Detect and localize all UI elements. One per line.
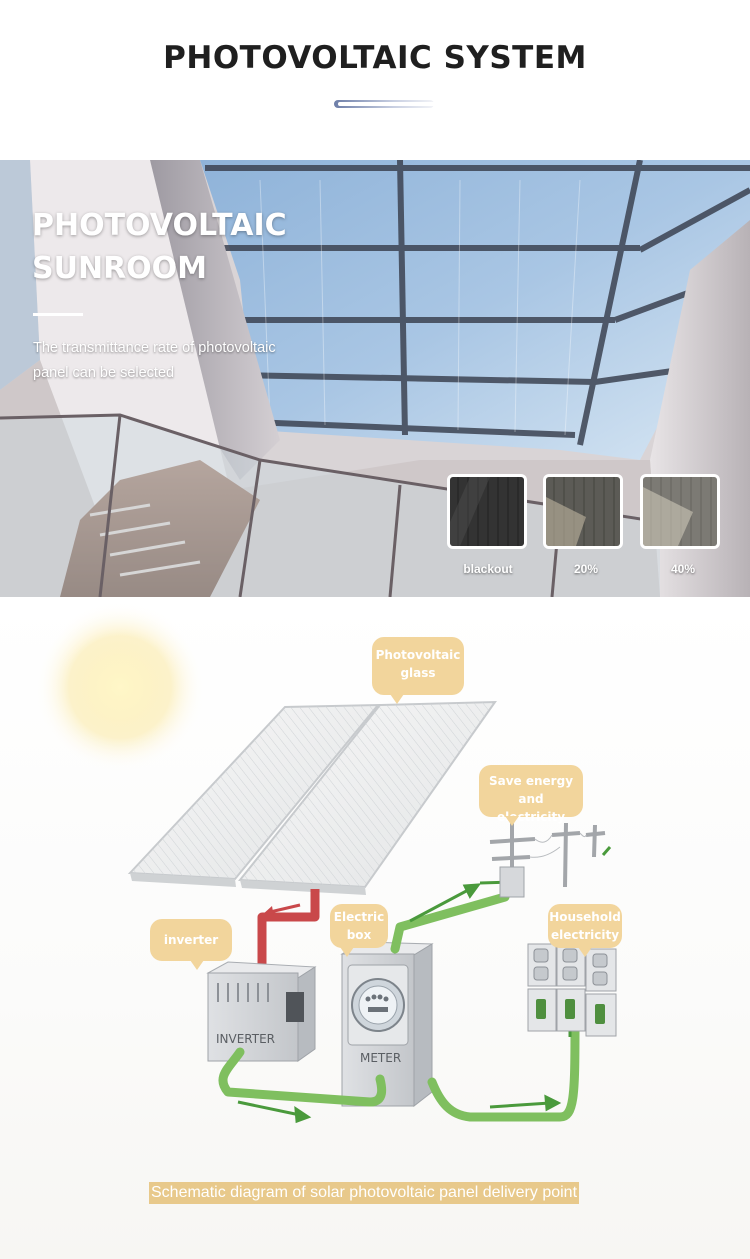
callout-electric-box: Electric box [330,904,388,957]
sunroom-banner: PHOTOVOLTAIC SUNROOM The transmittance r… [0,160,750,597]
40-percent-panel-sample [643,477,717,546]
title-underline [334,100,448,108]
utility-poles [489,817,606,897]
swatch-20 [543,474,623,549]
sunroom-description-line1: The transmittance rate of photovoltaic [33,340,276,356]
sun-icon [35,602,205,772]
callout-electric-line1: Electric [333,910,385,924]
swatch-label-40: 40% [670,562,696,576]
dc-cable [257,889,320,969]
inverter-device: INVERTER [206,961,317,1062]
household-outlets [527,943,617,1037]
callout-inverter: inverter [150,919,232,970]
pv-system-diagram: INVERTER METER [0,597,750,1259]
swatch-label-blackout: blackout [463,562,513,576]
pv-system-illustration: INVERTER METER [35,602,617,1124]
page-header: PHOTOVOLTAIC SYSTEM [0,0,750,160]
sunroom-title-line1: PHOTOVOLTAIC [32,208,287,243]
callout-household-line2: electricity [550,928,620,942]
20-percent-panel-sample [546,477,620,546]
diagram-caption: Schematic diagram of solar photovoltaic … [149,1182,580,1204]
swatch-label-20: 20% [573,562,599,576]
page-title: PHOTOVOLTAIC SYSTEM [163,40,587,76]
callout-glass-line1: Photovoltaic [375,648,461,662]
callout-glass-line2: glass [400,666,436,680]
sunroom-description: The transmittance rate of photovoltaic p… [33,336,333,386]
meter-device-label: METER [360,1051,401,1065]
callout-save-energy: Save energy and electricity [479,765,583,826]
callout-household-line1: Household [549,910,621,924]
inverter-device-label: INVERTER [216,1032,275,1046]
blackout-panel-sample [450,477,524,546]
swatch-40 [640,474,720,549]
callout-save-line2: electricity [496,810,566,824]
callout-save-line1: Save energy and [488,774,574,806]
sunroom-title-underline [33,313,83,316]
callout-electric-line2: box [346,928,372,942]
sunroom-title-line2: SUNROOM [32,251,208,286]
solar-panels [127,700,497,895]
callout-photovoltaic-glass: Photovoltaic glass [372,637,464,704]
callout-household-electricity: Household electricity [548,904,622,957]
sunroom-title: PHOTOVOLTAIC SUNROOM [32,204,352,290]
swatch-blackout [447,474,527,549]
sunroom-description-line2: panel can be selected [33,365,175,381]
meter-device: METER [340,941,434,1108]
